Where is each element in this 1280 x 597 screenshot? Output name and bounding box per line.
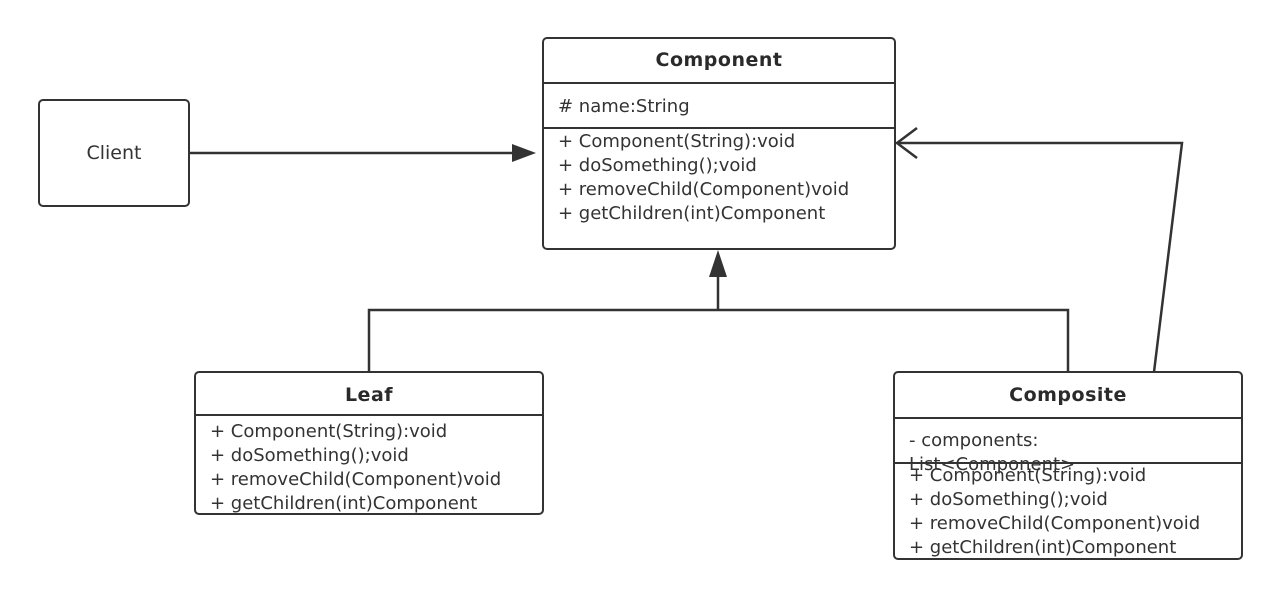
leaf-method-removechild: + removeChild(Component)void	[210, 469, 502, 490]
composite-attribute-line1: - components:	[909, 430, 1039, 451]
client-label: Client	[86, 142, 142, 164]
component-attribute-name: # name:String	[558, 96, 690, 117]
component-class-box[interactable]: Component # name:String + Component(Stri…	[542, 37, 896, 250]
client-association-arrowhead	[512, 144, 536, 162]
component-method-removechild: + removeChild(Component)void	[558, 179, 850, 200]
composite-generalization-line	[718, 308, 1070, 372]
composite-association-arrowhead	[894, 127, 918, 159]
leaf-method-getchildren: + getChildren(int)Component	[210, 493, 478, 514]
composite-method-getchildren: + getChildren(int)Component	[909, 537, 1177, 558]
leaf-methods: + Component(String):void + doSomething()…	[196, 416, 542, 516]
component-attributes: # name:String	[544, 84, 894, 129]
component-methods: + Component(String):void + doSomething()…	[544, 129, 894, 226]
leaf-method-dosomething: + doSomething();void	[210, 445, 409, 466]
composite-methods: + Component(String):void + doSomething()…	[895, 464, 1241, 560]
leaf-generalization-line	[367, 308, 718, 372]
composite-association-line	[897, 141, 1184, 373]
leaf-class-box[interactable]: Leaf + Component(String):void + doSometh…	[194, 371, 544, 515]
client-box[interactable]: Client	[38, 99, 190, 207]
composite-class-title: Composite	[895, 373, 1241, 419]
component-method-dosomething: + doSomething();void	[558, 155, 757, 176]
component-method-getchildren: + getChildren(int)Component	[558, 203, 826, 224]
component-class-title: Component	[544, 39, 894, 84]
composite-method-constructor: + Component(String):void	[909, 465, 1147, 486]
composite-method-removechild: + removeChild(Component)void	[909, 513, 1201, 534]
composite-attribute-line2: List<Component>	[909, 454, 1076, 475]
leaf-class-title: Leaf	[196, 373, 542, 416]
composite-method-dosomething: + doSomething();void	[909, 489, 1108, 510]
component-method-constructor: + Component(String):void	[558, 131, 796, 152]
generalization-arrowhead	[709, 250, 727, 277]
composite-class-box[interactable]: Composite - components: List<Component> …	[893, 371, 1243, 560]
composite-attributes: - components: List<Component>	[895, 419, 1241, 475]
leaf-method-constructor: + Component(String):void	[210, 421, 448, 442]
